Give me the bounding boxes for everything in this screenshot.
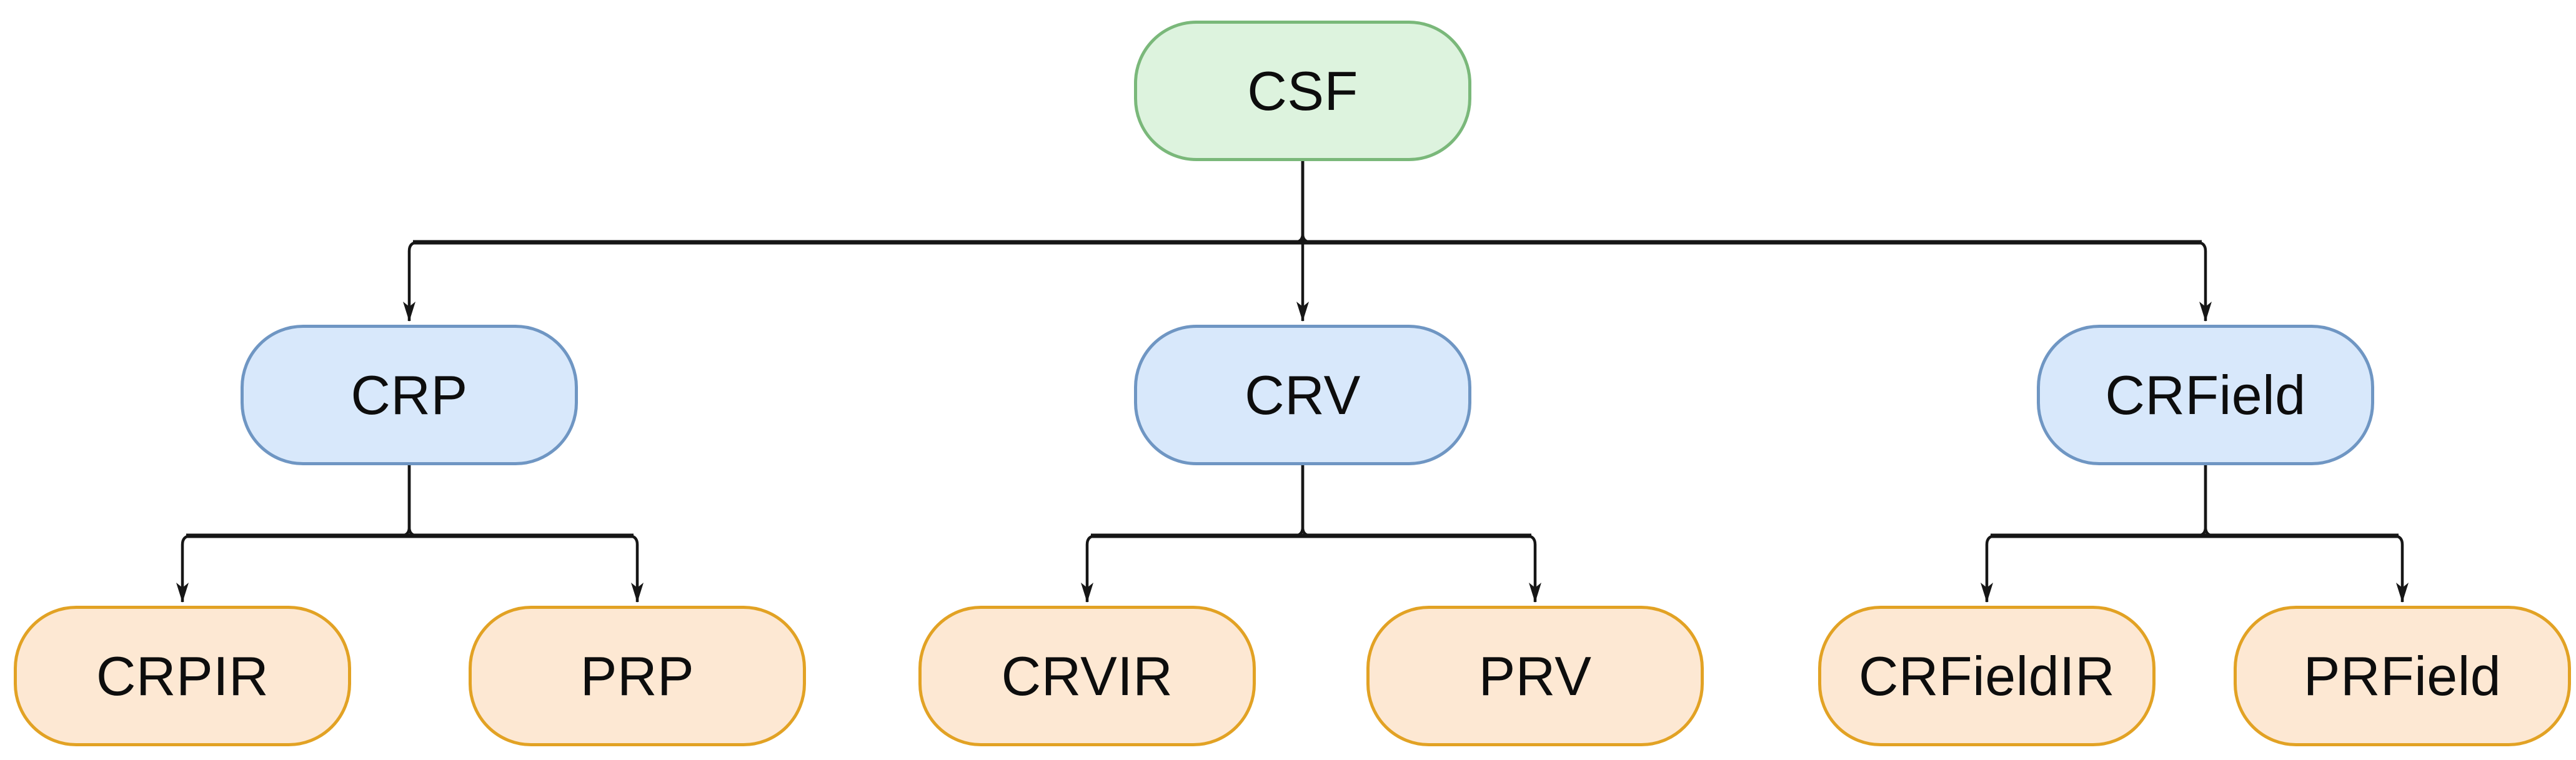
node-prv: PRV: [1366, 606, 1704, 746]
edge-crp-crpir: [176, 465, 411, 603]
node-crp: CRP: [241, 325, 578, 465]
node-crpir-label: CRPIR: [96, 644, 269, 707]
edge-csf-crfield: [1301, 161, 2212, 322]
node-crvir: CRVIR: [918, 606, 1256, 746]
node-prv-label: PRV: [1478, 644, 1592, 707]
node-crfieldir-label: CRFieldIR: [1858, 644, 2116, 707]
edge-crv-prv: [1301, 465, 1541, 603]
node-crvir-label: CRVIR: [1001, 644, 1173, 707]
node-prp-label: PRP: [580, 644, 695, 707]
edge-crfield-prfield: [2204, 465, 2409, 603]
node-csf-label: CSF: [1247, 59, 1358, 122]
node-crv: CRV: [1134, 325, 1471, 465]
node-crfield-label: CRField: [2105, 363, 2306, 426]
edge-csf-crp: [403, 161, 1305, 322]
node-crfieldir: CRFieldIR: [1818, 606, 2156, 746]
edge-crp-prp: [407, 465, 644, 603]
edge-crv-crvir: [1081, 465, 1305, 603]
node-crv-label: CRV: [1245, 363, 1361, 426]
node-prfield: PRField: [2234, 606, 2571, 746]
node-prp: PRP: [469, 606, 806, 746]
edge-crfield-crfieldir: [1981, 465, 2207, 603]
node-csf: CSF: [1134, 21, 1471, 161]
node-crp-label: CRP: [351, 363, 468, 426]
node-crpir: CRPIR: [14, 606, 351, 746]
node-prfield-label: PRField: [2303, 644, 2502, 707]
node-crfield: CRField: [2037, 325, 2374, 465]
